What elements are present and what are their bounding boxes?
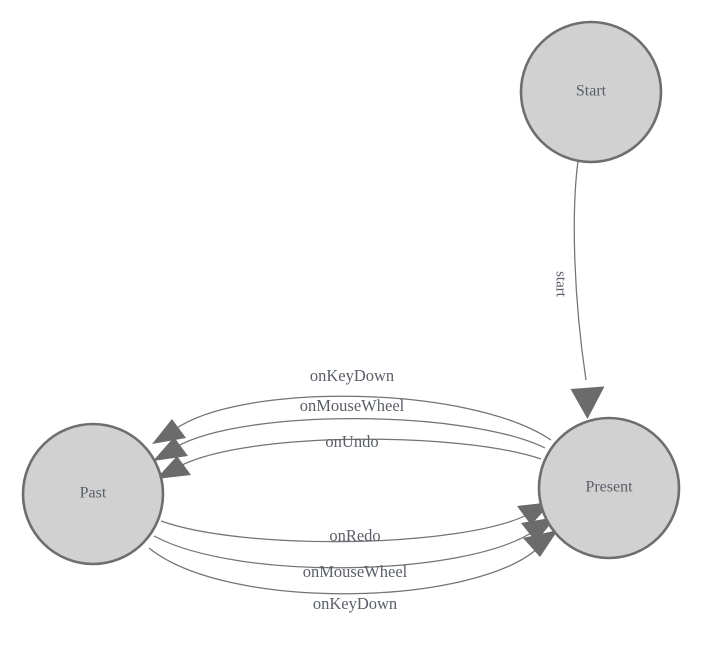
node-past[interactable]: Past	[21, 422, 165, 566]
node-present-circle	[537, 416, 681, 560]
edge-label-start: start	[553, 271, 569, 298]
arrowhead-present-past-1	[152, 419, 186, 444]
arrowhead-start-present	[570, 386, 605, 419]
node-present-label: Present	[585, 479, 633, 496]
edge-label-present-past-2: onMouseWheel	[300, 396, 405, 415]
edge-label-present-past-1: onKeyDown	[310, 366, 394, 385]
node-start-label: Start	[576, 83, 607, 100]
edge-path-past-present-1	[160, 513, 530, 543]
edge-past-to-present-onkeydown[interactable]: onKeyDown	[148, 530, 558, 613]
edge-label-past-present-3: onKeyDown	[313, 594, 397, 613]
edge-path-past-present-2	[153, 530, 535, 569]
arrowhead-present-past-2	[153, 437, 188, 461]
edge-path-present-past-2	[175, 418, 546, 449]
edge-label-present-past-3: onUndo	[325, 432, 378, 451]
node-start[interactable]: Start	[519, 20, 663, 164]
node-start-circle	[519, 20, 663, 164]
edge-present-to-past-onkeydown[interactable]: onKeyDown	[152, 366, 552, 444]
node-past-circle	[21, 422, 165, 566]
arrowhead-present-past-3	[156, 456, 191, 479]
edge-start-to-present[interactable]: start	[553, 160, 605, 419]
edge-label-past-present-2: onMouseWheel	[303, 562, 408, 581]
edge-present-to-past-onmousewheel[interactable]: onMouseWheel	[153, 396, 546, 461]
edge-path-present-past-1	[173, 395, 552, 441]
edge-label-past-present-1: onRedo	[329, 526, 380, 545]
edge-path-present-past-3	[179, 438, 542, 467]
node-past-label: Past	[80, 485, 107, 502]
node-present[interactable]: Present	[537, 416, 681, 560]
edge-present-to-past-onundo[interactable]: onUndo	[156, 432, 542, 479]
edge-past-to-present-onredo[interactable]: onRedo	[160, 502, 552, 545]
edge-path-past-present-3	[148, 547, 539, 595]
arrowhead-past-present-3	[523, 530, 558, 557]
edge-path-start-present	[573, 160, 587, 381]
